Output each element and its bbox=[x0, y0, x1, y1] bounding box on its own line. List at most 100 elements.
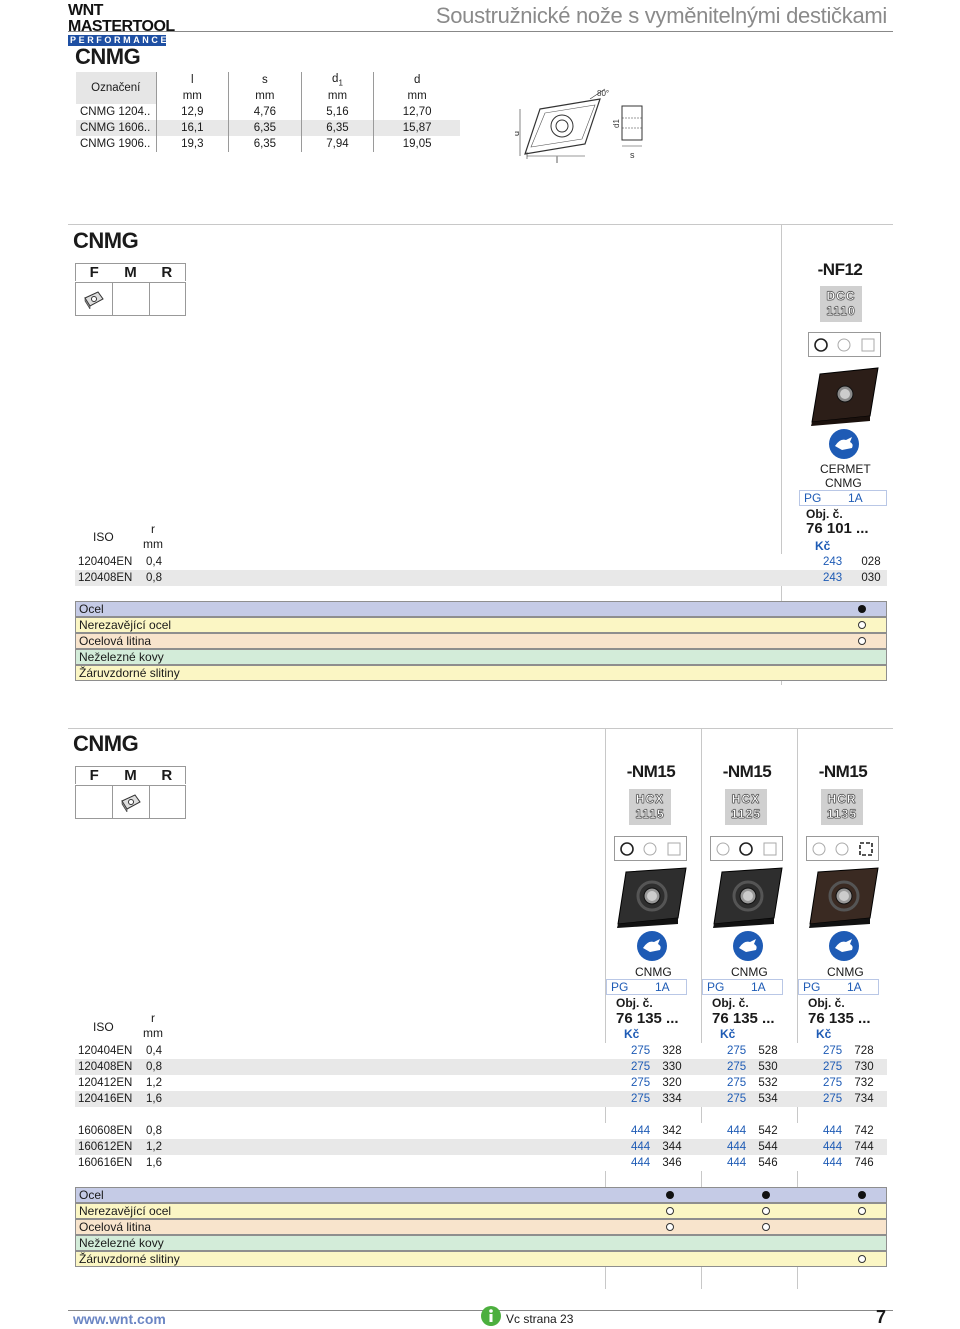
order-code: 730 bbox=[854, 1061, 874, 1073]
iso-code: 120416EN bbox=[78, 1093, 133, 1105]
application-icons bbox=[710, 836, 783, 861]
pg-value: 1A bbox=[751, 980, 766, 994]
continuous-cut-icon bbox=[812, 842, 826, 855]
grade-name: HCX bbox=[731, 792, 761, 806]
cell: 12,9 bbox=[156, 104, 230, 120]
suitable-dot bbox=[858, 1255, 866, 1263]
row-name: CNMG 1906.. bbox=[76, 136, 157, 152]
brand-tagline: PERFORMANCE bbox=[68, 35, 170, 46]
insert-photo bbox=[617, 867, 687, 928]
suitable-dot bbox=[858, 621, 866, 629]
order-code: 030 bbox=[855, 570, 887, 586]
brand-logo: WNT MASTERTOOL PERFORMANCE bbox=[68, 2, 175, 46]
price-label: Kč bbox=[816, 1027, 832, 1041]
medium-insert-icon bbox=[121, 794, 141, 812]
row-name: CNMG 1204.. bbox=[76, 104, 157, 120]
continuous-cut-icon bbox=[716, 842, 730, 855]
intro-title: CNMG bbox=[75, 44, 141, 69]
radius: 0,8 bbox=[146, 1125, 162, 1137]
geometry-label: -NM15 bbox=[722, 762, 772, 781]
cell: 15,87 bbox=[402, 122, 432, 134]
cell: 19,3 bbox=[156, 136, 230, 152]
col-l: l bbox=[156, 72, 230, 88]
recommended-dot bbox=[858, 1191, 866, 1199]
material-row: Žáruvzdorné slitiny bbox=[75, 665, 887, 681]
price: 275 bbox=[823, 1093, 843, 1105]
cell: 19,05 bbox=[402, 138, 432, 150]
material-row: Nerezavějící ocel bbox=[75, 617, 887, 633]
dim-l: l bbox=[556, 155, 558, 164]
fmr-grid bbox=[75, 785, 186, 819]
pg-row: PG 1A bbox=[702, 979, 783, 995]
light-interrupted-cut-icon bbox=[643, 842, 657, 855]
order-code: 544 bbox=[758, 1141, 778, 1153]
price: 275 bbox=[823, 1077, 843, 1089]
cermet-insert-photo bbox=[811, 367, 879, 426]
dim-d1: d1 bbox=[612, 119, 621, 128]
price: 444 bbox=[727, 1125, 747, 1137]
table-row: CNMG 1906.. 19,3 6,35 7,94 19,05 bbox=[76, 136, 460, 152]
material-row: Ocelová litina bbox=[75, 1219, 887, 1235]
iso-code: 120408EN bbox=[78, 572, 133, 584]
order-code: 342 bbox=[662, 1125, 682, 1137]
pg-value: 1A bbox=[847, 980, 862, 994]
radius: 1,2 bbox=[146, 1141, 162, 1153]
finishing-insert-icon bbox=[84, 291, 104, 309]
pg-row: PG 1A bbox=[799, 490, 887, 506]
footer-url[interactable]: www.wnt.com bbox=[73, 1311, 166, 1327]
suitable-dot bbox=[858, 1207, 866, 1215]
recommended-dot bbox=[762, 1191, 770, 1199]
cell: 5,16 bbox=[301, 104, 375, 120]
price: 275 bbox=[823, 1061, 843, 1073]
pg-label: PG bbox=[803, 980, 821, 994]
order-code: 532 bbox=[758, 1077, 778, 1089]
order-code: 344 bbox=[662, 1141, 682, 1153]
iso-code: 120404EN bbox=[78, 556, 133, 568]
order-code: 728 bbox=[854, 1045, 874, 1057]
order-code: 744 bbox=[854, 1141, 874, 1153]
footer-reference: Vc strana 23 bbox=[506, 1312, 574, 1326]
radius: 0,4 bbox=[146, 556, 162, 568]
cell: 6,35 bbox=[228, 120, 302, 136]
order-code: 542 bbox=[758, 1125, 778, 1137]
fmr-m: M bbox=[124, 767, 137, 784]
radius: 1,6 bbox=[146, 1093, 162, 1105]
cell: 7,94 bbox=[301, 136, 375, 152]
application-icons bbox=[614, 836, 687, 861]
order-code: 732 bbox=[854, 1077, 874, 1089]
order-number: 76 135 ... bbox=[808, 1010, 871, 1027]
order-code: 028 bbox=[855, 554, 887, 570]
order-number: 76 135 ... bbox=[616, 1010, 679, 1027]
suitable-dot bbox=[762, 1207, 770, 1215]
light-interrupted-cut-icon bbox=[739, 841, 754, 856]
order-code: 320 bbox=[662, 1077, 682, 1089]
order-code: 746 bbox=[854, 1157, 874, 1169]
price: 275 bbox=[727, 1061, 747, 1073]
fmr-header: F M R bbox=[75, 263, 186, 281]
iso-code: 160612EN bbox=[78, 1141, 133, 1153]
material-row: Ocel bbox=[75, 601, 887, 617]
iso-label: ISO bbox=[93, 530, 114, 544]
iso-code: 120404EN bbox=[78, 1045, 133, 1057]
order-number: 76 101 ... bbox=[806, 520, 869, 537]
document-title: Soustružnické nože s vyměnitelnými desti… bbox=[435, 3, 887, 28]
brand-name: WNT MASTERTOOL bbox=[68, 2, 175, 35]
order-number: 76 135 ... bbox=[712, 1010, 775, 1027]
insert-drawing: d l 80° d1 s bbox=[515, 88, 643, 164]
pg-label: PG bbox=[707, 980, 725, 994]
dim-d: d bbox=[515, 131, 521, 136]
interrupted-cut-icon bbox=[763, 842, 777, 855]
price: 275 bbox=[631, 1093, 651, 1105]
page-number: 7 bbox=[876, 1307, 887, 1327]
order-label: Obj. č. bbox=[712, 996, 749, 1010]
order-label: Obj. č. bbox=[806, 507, 843, 521]
grade-name: HCR bbox=[827, 792, 857, 806]
geometry-nf12: -NF12 bbox=[817, 260, 863, 279]
col-s: s bbox=[228, 72, 302, 88]
fmr-f: F bbox=[89, 264, 99, 281]
price: 275 bbox=[727, 1093, 747, 1105]
cell: 6,35 bbox=[301, 120, 375, 136]
